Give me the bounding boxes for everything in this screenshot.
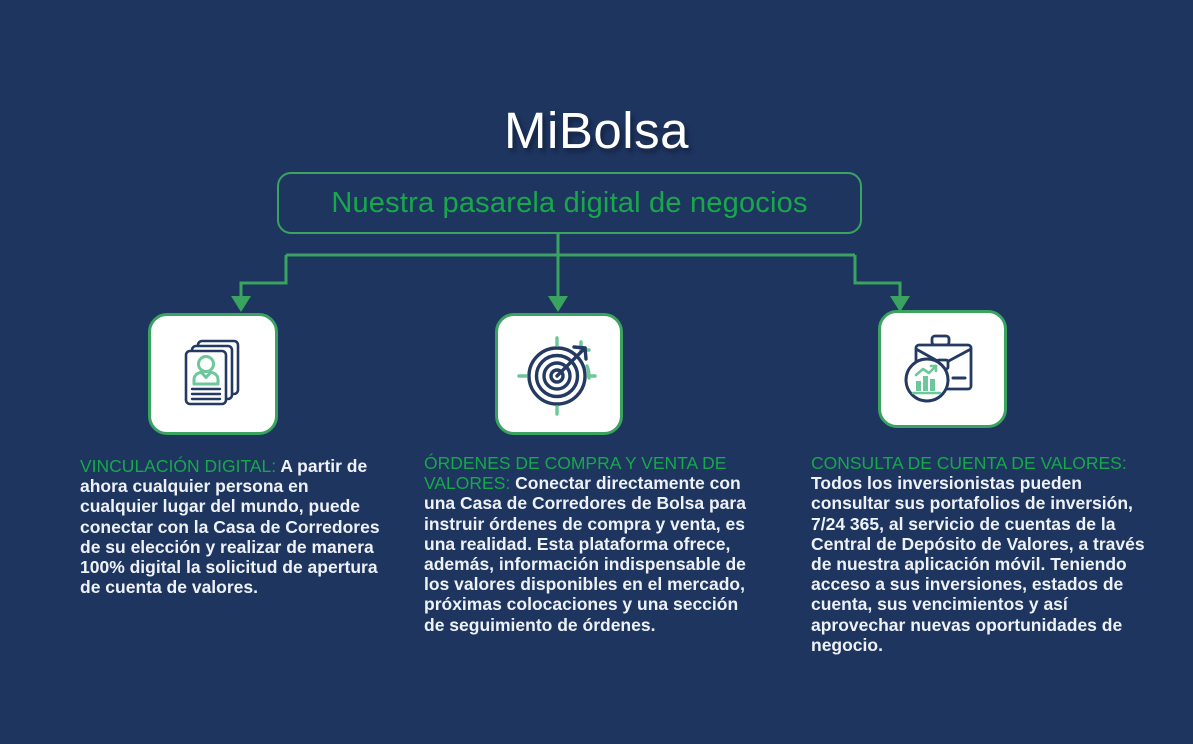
column-body: Todos los inversionistas pueden consulta… (811, 473, 1145, 655)
stacked-documents-person-icon (184, 339, 240, 406)
subtitle-box: Nuestra pasarela digital de negocios (277, 172, 862, 234)
icon-card-vinculacion-digital[interactable] (148, 313, 278, 435)
target-arrow-icon (517, 336, 597, 416)
column-body: Conectar directamente con una Casa de Co… (424, 473, 746, 635)
column-heading: CONSULTA DE CUENTA DE VALORES: (811, 453, 1127, 473)
text-column-ordenes-compra-venta: ÓRDENES DE COMPRA Y VENTA DE VALORES: Co… (424, 453, 748, 635)
subtitle-text: Nuestra pasarela digital de negocios (331, 186, 808, 219)
briefcase-chart-icon (904, 334, 972, 403)
column-body: A partir de ahora cualquier persona en c… (80, 456, 380, 598)
text-column-consulta-cuenta-valores: CONSULTA DE CUENTA DE VALORES: Todos los… (811, 453, 1145, 655)
arrow-head-center (548, 296, 568, 312)
page-title: MiBolsa (504, 102, 689, 159)
icon-card-ordenes-compra-venta[interactable] (495, 313, 623, 435)
column-heading: VINCULACIÓN DIGITAL: (80, 456, 277, 476)
arrow-head-left (231, 296, 251, 312)
text-column-vinculacion-digital: VINCULACIÓN DIGITAL: A partir de ahora c… (80, 456, 380, 597)
column-heading: ÓRDENES DE COMPRA Y VENTA DE VALORES: (424, 453, 727, 494)
icon-card-consulta-cuenta-valores[interactable] (878, 310, 1007, 428)
